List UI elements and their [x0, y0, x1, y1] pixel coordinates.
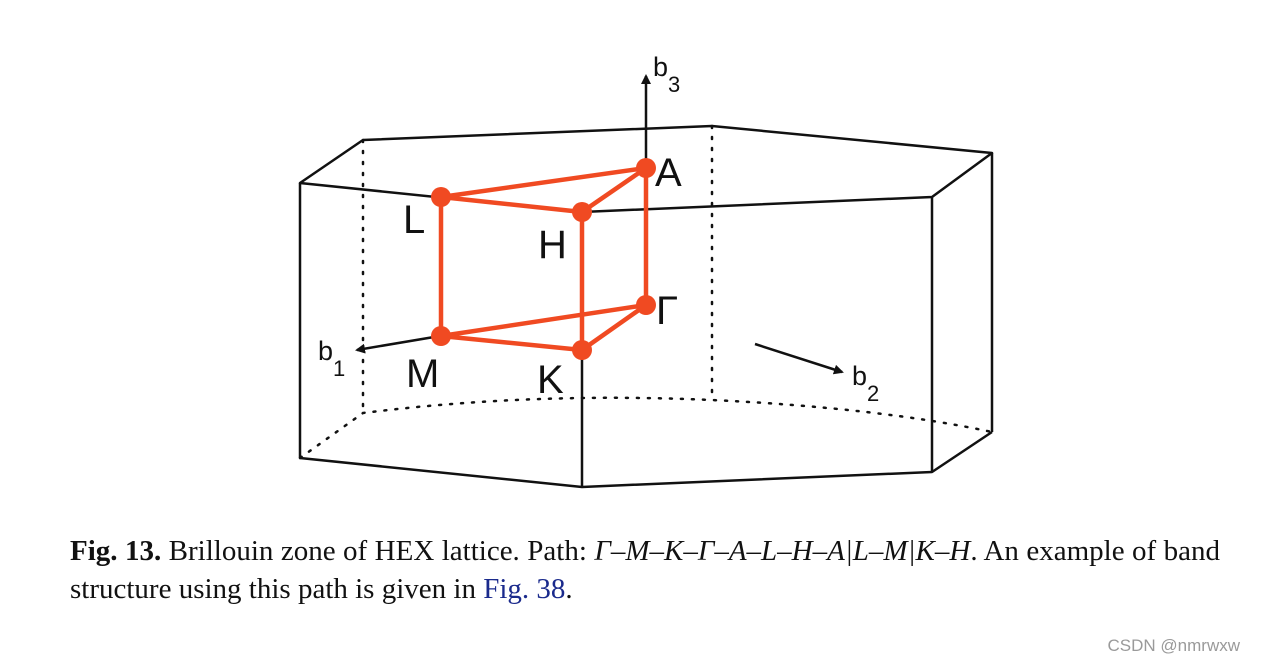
label-a: A — [655, 151, 682, 195]
label-b3: b3 — [653, 52, 680, 97]
point-l — [431, 187, 451, 207]
label-m: M — [406, 352, 439, 396]
hexagon-visible-edges — [298, 153, 994, 489]
k-path — [438, 165, 649, 353]
caption-fig-link[interactable]: Fig. 38 — [483, 573, 566, 605]
label-k: K — [537, 358, 564, 402]
b2-axis-arrow — [754, 342, 844, 375]
label-b1: b1 — [318, 336, 345, 381]
watermark: CSDN @nmrwxw — [1107, 636, 1240, 655]
caption-text-3: . — [565, 573, 573, 605]
high-symmetry-points — [431, 158, 656, 360]
caption-path: Γ–M–K–Γ–A–L–H–A|L–M|K–H — [594, 535, 971, 567]
point-k — [572, 340, 592, 360]
label-gamma: Γ — [656, 289, 678, 333]
label-h: H — [538, 223, 567, 267]
point-m — [431, 326, 451, 346]
point-h — [572, 202, 592, 222]
caption-figure-label: Fig. 13. — [70, 535, 162, 567]
b1-axis-arrow — [355, 334, 441, 354]
point-gamma — [636, 295, 656, 315]
point-a — [636, 158, 656, 178]
figure-caption: Fig. 13. Brillouin zone of HEX lattice. … — [70, 532, 1220, 608]
label-b2: b2 — [852, 361, 879, 406]
brillouin-zone-diagram: A L H Γ M K b3 b1 b2 — [298, 52, 994, 489]
hidden-edges — [298, 124, 994, 460]
caption-text-1: Brillouin zone of HEX lattice. Path: — [161, 535, 595, 567]
label-l: L — [403, 198, 425, 242]
caption-text-2: . An example of band structure using thi… — [70, 535, 1220, 605]
